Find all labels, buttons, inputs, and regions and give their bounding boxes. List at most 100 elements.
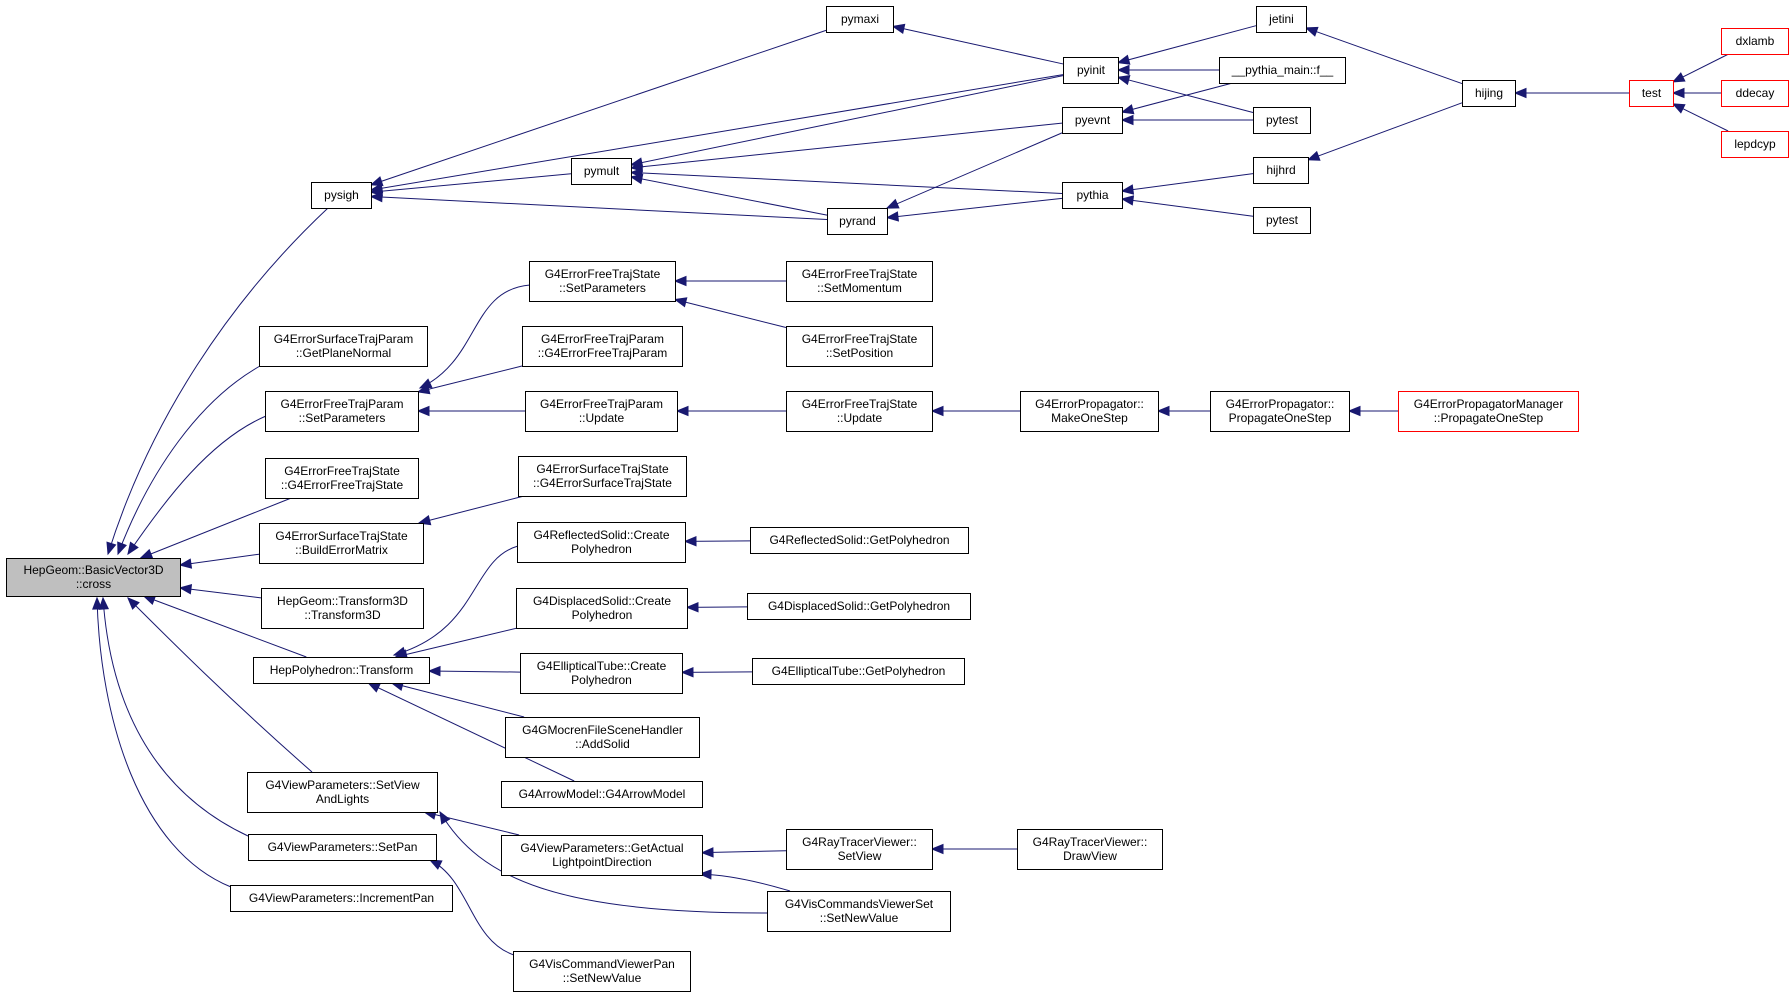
node-label: ::G4ErrorFreeTrajState [281,478,404,492]
graph-node-ep-makeone[interactable]: G4ErrorPropagator::MakeOneStep [1020,391,1159,432]
graph-node-eftp-ctor[interactable]: G4ErrorFreeTrajParam::G4ErrorFreeTrajPar… [522,326,683,367]
arrowhead [629,157,644,168]
graph-node-ellip-getpoly[interactable]: G4EllipticalTube::GetPolyhedron [752,658,965,685]
graph-node-efts-setmom[interactable]: G4ErrorFreeTrajState::SetMomentum [786,261,933,302]
graph-node-pysigh[interactable]: pysigh [311,182,372,209]
graph-node-eftp-setparams[interactable]: G4ErrorFreeTrajParam::SetParameters [265,391,419,432]
node-label: pytest [1266,113,1299,127]
graph-node-refl-getpoly[interactable]: G4ReflectedSolid::GetPolyhedron [750,527,969,554]
graph-node-pyrand[interactable]: pyrand [827,208,888,235]
node-label: hijing [1475,86,1503,100]
graph-node-pythia[interactable]: pythia [1062,182,1123,209]
edge-line [117,365,261,555]
node-box [529,261,676,302]
node-label: G4ErrorPropagator:: [1226,397,1335,411]
node-label: pymult [584,164,620,178]
graph-node-ddecay[interactable]: ddecay [1721,80,1789,107]
graph-node-ests-ctor[interactable]: G4ErrorSurfaceTrajState::G4ErrorSurfaceT… [518,456,687,497]
edge-pythia_main-to-pyinit [1116,64,1219,76]
node-label: LightpointDirection [552,855,651,869]
graph-node-ep-propone[interactable]: G4ErrorPropagator::PropagateOneStep [1210,391,1350,432]
arrowhead [683,536,697,547]
graph-node-test[interactable]: test [1629,80,1674,107]
graph-node-efts-ctor[interactable]: G4ErrorFreeTrajState::G4ErrorFreeTrajSta… [265,458,419,499]
node-box [1062,182,1123,209]
node-box [827,208,888,235]
arrowhead [1671,87,1685,99]
graph-node-esp-getplane[interactable]: G4ErrorSurfaceTrajParam::GetPlaneNormal [259,326,428,367]
edge-pythia_main-to-pyevnt [1120,82,1233,115]
node-box [826,6,894,33]
graph-node-efts-update[interactable]: G4ErrorFreeTrajState::Update [786,391,933,432]
edge-eftp_ctor-to-eftp_setparams [416,365,523,395]
node-box [1253,107,1311,134]
graph-node-pytest2[interactable]: pytest [1253,207,1311,234]
edge-line [630,171,1063,195]
node-label: G4ViewParameters::SetView [265,778,420,792]
node-label: ::PropagateOneStep [1434,411,1544,425]
edge-pyinit-to-pymaxi [891,23,1064,65]
graph-node-lepdcyp[interactable]: lepdcyp [1721,131,1789,158]
edge-line [370,196,828,220]
graph-node-pymult[interactable]: pymult [571,158,632,185]
graph-node-pyinit[interactable]: pyinit [1063,57,1119,84]
graph-node-eftp-update[interactable]: G4ErrorFreeTrajParam::Update [525,391,678,432]
graph-node-hijing[interactable]: hijing [1462,80,1516,107]
node-label: G4ErrorSurfaceTrajState [275,529,408,543]
edge-transform3d-to-root [178,584,262,599]
graph-node-epm-propone[interactable]: G4ErrorPropagatorManager::PropagateOneSt… [1398,391,1579,432]
graph-node-ests-builderr[interactable]: G4ErrorSurfaceTrajState::BuildErrorMatri… [259,523,424,564]
node-box [1721,131,1789,158]
graph-node-pymaxi[interactable]: pymaxi [826,6,894,33]
node-label: hijhrd [1266,163,1295,177]
graph-node-hijhrd[interactable]: hijhrd [1253,157,1309,184]
node-layer: HepGeom::BasicVector3D::crosspysighpymax… [6,6,1789,992]
arrowhead [439,810,451,825]
node-box [1629,80,1674,107]
graph-node-vp-incpan[interactable]: G4ViewParameters::IncrementPan [230,885,453,912]
graph-node-jetini[interactable]: jetini [1256,6,1307,33]
graph-node-pytest1[interactable]: pytest [1253,107,1311,134]
graph-node-arrow-ctor[interactable]: G4ArrowModel::G4ArrowModel [501,781,703,808]
graph-node-dxlamb[interactable]: dxlamb [1721,28,1789,55]
node-box [752,658,965,685]
edge-line [681,671,753,673]
graph-node-disp-getpoly[interactable]: G4DisplacedSolid::GetPolyhedron [747,593,971,620]
node-label: pyrand [839,214,876,228]
arrowhead [367,682,381,693]
edge-pymaxi-to-pysigh [369,29,827,187]
node-label: pyevnt [1075,113,1111,127]
graph-node-pythia-main[interactable]: __pythia_main::f__ [1219,57,1346,84]
graph-node-hp-transform[interactable]: HepPolyhedron::Transform [253,657,430,684]
arrowhead [1156,405,1170,417]
graph-node-rtv-setview[interactable]: G4RayTracerViewer::SetView [786,829,933,870]
graph-node-vp-setpan[interactable]: G4ViewParameters::SetPan [248,834,437,861]
graph-node-pyevnt[interactable]: pyevnt [1062,107,1123,134]
arrowhead [698,869,712,880]
graph-node-vcvs-setnew[interactable]: G4VisCommandsViewerSet::SetNewValue [767,891,951,932]
graph-node-rtv-drawview[interactable]: G4RayTracerViewer::DrawView [1017,829,1163,870]
edge-line [370,173,572,193]
edge-hijing-to-hijhrd [1306,102,1463,161]
graph-node-efts-setpos[interactable]: G4ErrorFreeTrajState::SetPosition [786,326,933,367]
node-label: G4EllipticalTube::Create [537,659,667,673]
node-label: G4ErrorFreeTrajParam [540,397,663,411]
edge-line [127,597,313,773]
edge-line [418,495,525,524]
arrowhead [885,211,900,222]
node-label: G4EllipticalTube::GetPolyhedron [772,664,946,678]
graph-node-transform3d[interactable]: HepGeom::Transform3D::Transform3D [261,588,424,629]
graph-node-efts-setparams[interactable]: G4ErrorFreeTrajState::SetParameters [529,261,676,302]
node-label: ::BuildErrorMatrix [295,543,388,557]
node-label: ::SetNewValue [563,971,642,985]
graph-node-vcvp-setnew[interactable]: G4VisCommandViewerPan::SetNewValue [513,951,691,992]
graph-node-mocren-addsolid[interactable]: G4GMocrenFileSceneHandler::AddSolid [505,717,700,758]
arrowhead [139,548,154,559]
edge-layer [92,23,1729,956]
graph-node-vp-getactual[interactable]: G4ViewParameters::GetActualLightpointDir… [501,835,703,876]
